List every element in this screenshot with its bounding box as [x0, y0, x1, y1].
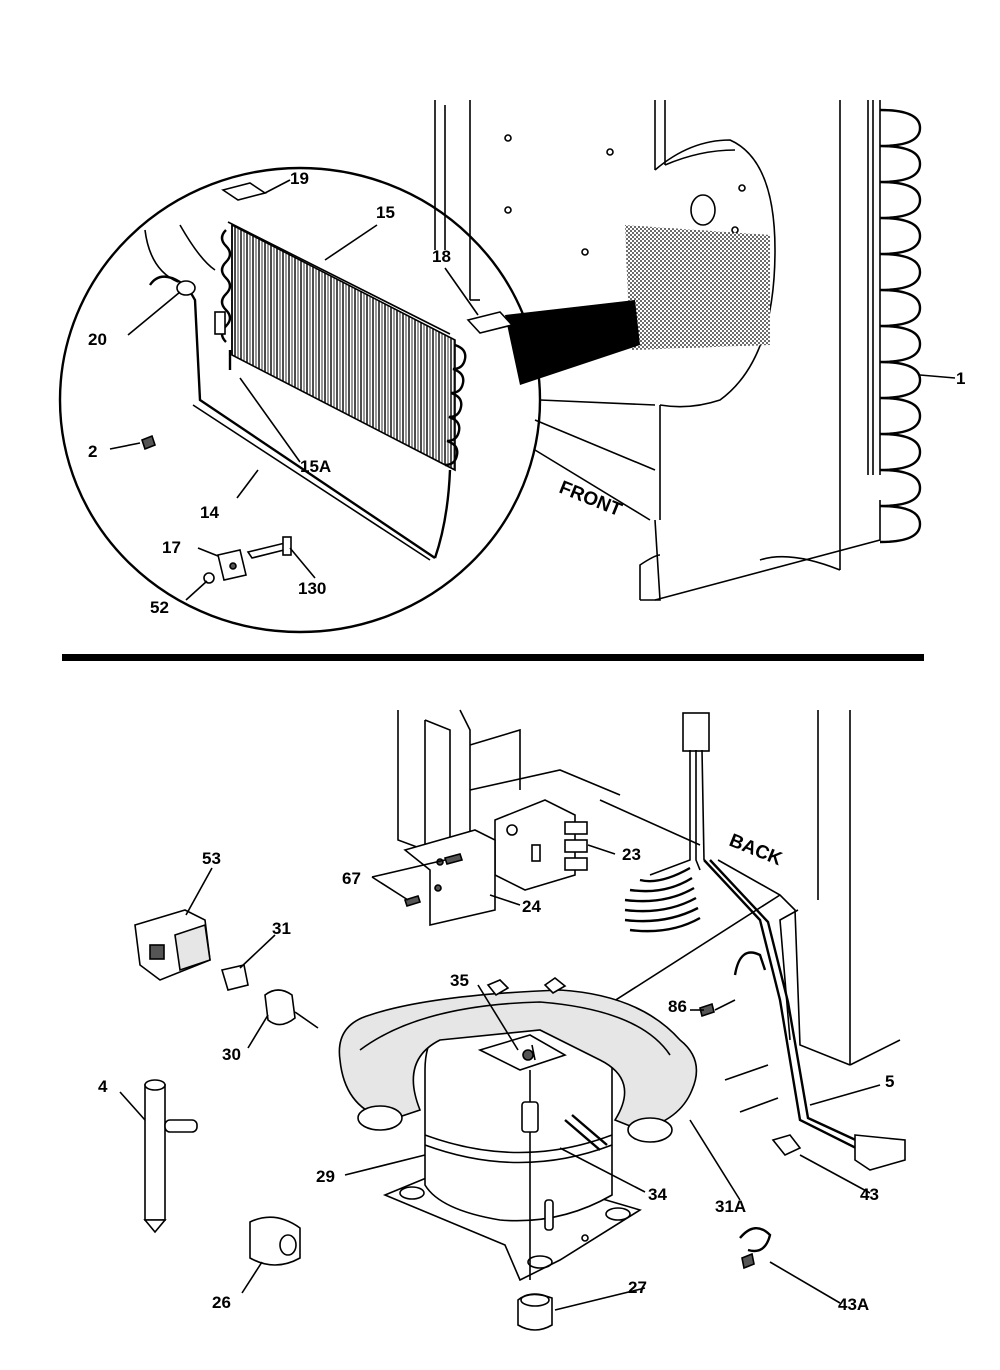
part-label-35: 35 — [450, 971, 469, 990]
part-label-67: 67 — [342, 869, 361, 888]
part-label-14: 14 — [200, 503, 219, 522]
part-label-19: 19 — [290, 169, 309, 188]
cabinet-rear-view — [434, 100, 956, 601]
part-label-15a: 15A — [300, 457, 331, 476]
part-label-27: 27 — [628, 1278, 647, 1297]
part-label-23: 23 — [622, 845, 641, 864]
compressor-compartment-view — [119, 709, 906, 1331]
section-divider — [62, 654, 924, 661]
part-label-24: 24 — [522, 897, 541, 916]
part-label-26: 26 — [212, 1293, 231, 1312]
part-label-31: 31 — [272, 919, 291, 938]
condenser-detail-inset — [58, 166, 542, 634]
part-label-18: 18 — [432, 247, 451, 266]
part-label-52: 52 — [150, 598, 169, 617]
part-label-5: 5 — [885, 1072, 894, 1091]
part-label-17: 17 — [162, 538, 181, 557]
part-label-34: 34 — [648, 1185, 667, 1204]
part-label-2: 2 — [88, 442, 97, 461]
part-label-30: 30 — [222, 1045, 241, 1064]
condenser-coil — [214, 221, 467, 472]
part-label-15: 15 — [376, 203, 395, 222]
part-label-20: 20 — [88, 330, 107, 349]
part-label-53: 53 — [202, 849, 221, 868]
part-label-31a: 31A — [715, 1197, 746, 1216]
part-label-4: 4 — [98, 1077, 108, 1096]
part-label-29: 29 — [316, 1167, 335, 1186]
part-label-86: 86 — [668, 997, 687, 1016]
part-label-130: 130 — [298, 579, 326, 598]
part-label-1: 1 — [956, 369, 965, 388]
part-label-43a: 43A — [838, 1295, 869, 1314]
back-label: BACK — [726, 830, 785, 870]
part-label-43: 43 — [860, 1185, 879, 1204]
